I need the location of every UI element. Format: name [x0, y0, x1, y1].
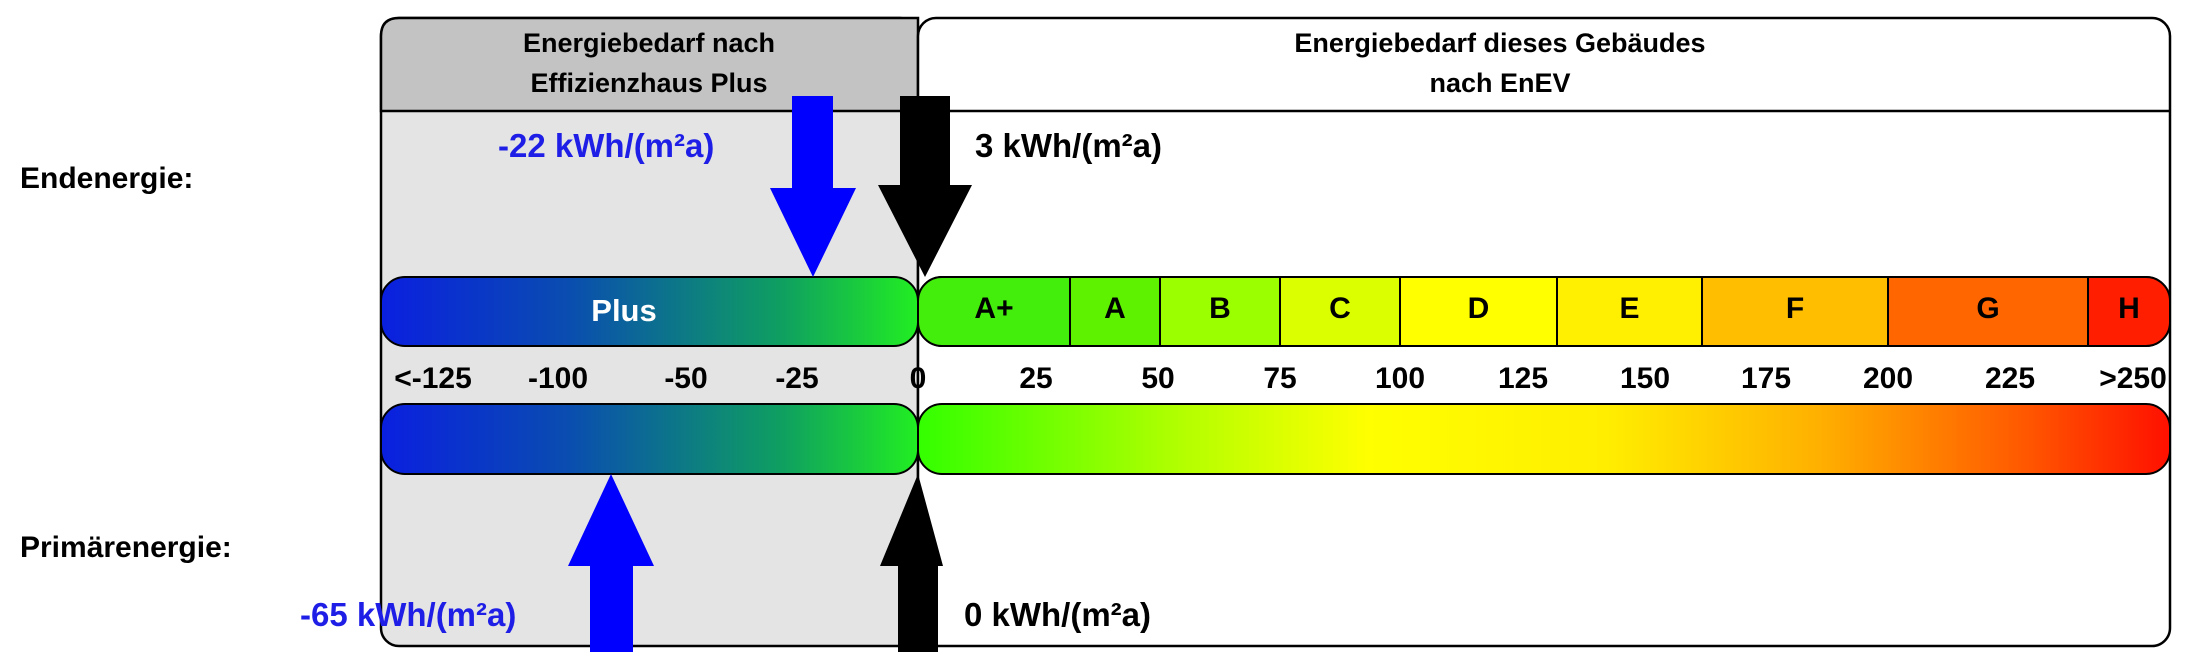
tick-label-enev-6: 150	[1620, 362, 1670, 395]
class-label-7: G	[1976, 292, 1999, 325]
tick-label-plus-3: -25	[775, 362, 818, 395]
class-segment-8	[2088, 277, 2170, 346]
class-label-6: F	[1786, 292, 1804, 325]
end-enev-value: 3 kWh/(m²a)	[975, 127, 1162, 164]
tick-label-enev-10: >250	[2099, 362, 2167, 395]
primary-plus-value: -65 kWh/(m²a)	[300, 596, 516, 633]
enev-panel-title-line2: nach EnEV	[1429, 68, 1570, 98]
tick-label-enev-8: 200	[1863, 362, 1913, 395]
primary-enev-bar	[917, 403, 2171, 475]
tick-label-enev-1: 25	[1019, 362, 1052, 395]
primaerenergie-label: Primärenergie:	[20, 531, 232, 564]
primary-enev-arrow	[880, 474, 943, 652]
primary-plus-arrow	[568, 474, 654, 652]
end-enev-arrow	[878, 96, 972, 277]
class-segment-7	[1888, 277, 2088, 346]
class-label-3: C	[1329, 292, 1351, 325]
tick-label-plus-2: -50	[664, 362, 707, 395]
end-plus-arrow	[770, 96, 856, 277]
class-segment-4	[1400, 277, 1557, 346]
class-segment-3	[1280, 277, 1400, 346]
endenergie-label: Endenergie:	[20, 162, 193, 195]
class-label-1: A	[1104, 292, 1126, 325]
enev-class-bar: A+ A B C D E F G H	[917, 276, 2171, 347]
tick-label-enev-5: 125	[1498, 362, 1548, 395]
tick-label-enev-2: 50	[1141, 362, 1174, 395]
tick-label-plus-1: -100	[528, 362, 588, 395]
class-label-0: A+	[974, 292, 1013, 325]
tick-label-enev-7: 175	[1741, 362, 1791, 395]
class-label-5: E	[1619, 292, 1639, 325]
tick-label-enev-0: 0	[910, 362, 927, 395]
tick-label-enev-4: 100	[1375, 362, 1425, 395]
plus-class-bar: Plus	[380, 276, 919, 347]
plus-panel-title-line2: Effizienzhaus Plus	[530, 68, 767, 98]
class-segment-6	[1702, 277, 1888, 346]
tick-label-plus-0: <-125	[394, 362, 472, 395]
class-segment-5	[1557, 277, 1702, 346]
class-segment-2	[1160, 277, 1280, 346]
plus-panel-title-line1: Energiebedarf nach	[523, 28, 775, 58]
class-label-8: H	[2118, 292, 2140, 325]
enev-panel-title-line1: Energiebedarf dieses Gebäudes	[1294, 28, 1705, 58]
primary-energy-bar	[380, 403, 2171, 475]
tick-label-enev-3: 75	[1263, 362, 1296, 395]
class-segment-0	[918, 277, 1070, 346]
class-label-2: B	[1209, 292, 1231, 325]
scale-ticks: <-125 -100 -50 -25 0 25 50 75 100 125 150 175 200 225…	[394, 362, 2167, 395]
class-segment-1	[1070, 277, 1160, 346]
tick-label-enev-9: 225	[1985, 362, 2035, 395]
class-label-4: D	[1468, 292, 1490, 325]
primary-plus-bar	[380, 403, 919, 475]
end-plus-value: -22 kWh/(m²a)	[498, 127, 714, 164]
primary-enev-value: 0 kWh/(m²a)	[964, 596, 1151, 633]
plus-class-label: Plus	[591, 293, 656, 328]
